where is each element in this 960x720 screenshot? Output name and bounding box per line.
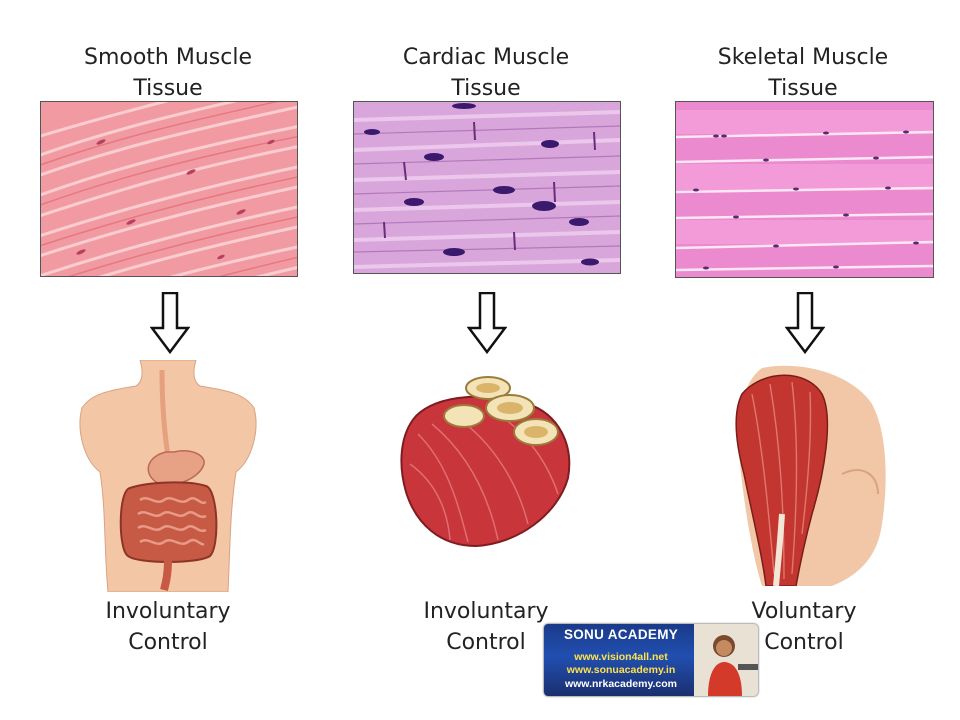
- caption-line: Voluntary: [751, 599, 857, 624]
- arm-muscle-illustration: [735, 365, 886, 586]
- caption-line: Involuntary: [105, 599, 231, 624]
- down-arrow-icon: [785, 292, 825, 354]
- caption-line: Involuntary: [423, 599, 549, 624]
- title-line: Tissue: [133, 76, 203, 101]
- heart-illustration: [400, 376, 571, 548]
- cardiac-muscle-title: Cardiac Muscle Tissue: [356, 42, 616, 104]
- smooth-muscle-micrograph: [40, 101, 298, 277]
- sonu-academy-watermark: SONU ACADEMY www.vision4all.net www.sonu…: [544, 624, 758, 696]
- caption-line: Control: [764, 630, 844, 655]
- cardiac-muscle-micrograph: [353, 101, 621, 274]
- skeletal-control-caption: Voluntary Control: [684, 596, 924, 658]
- cardiac-control-caption: Involuntary Control: [366, 596, 606, 658]
- title-line: Smooth Muscle: [83, 45, 252, 70]
- title-line: Tissue: [768, 76, 838, 101]
- down-arrow-icon: [467, 292, 507, 354]
- title-line: Skeletal Muscle: [717, 45, 889, 70]
- smooth-control-caption: Involuntary Control: [48, 596, 288, 658]
- skeletal-muscle-micrograph: [675, 101, 934, 278]
- title-line: Tissue: [451, 76, 521, 101]
- down-arrow-icon: [150, 292, 190, 354]
- torso-digestive-illustration: [79, 360, 257, 592]
- watermark-url: www.vision4all.net: [574, 651, 668, 663]
- watermark-brand: SONU ACADEMY: [563, 627, 679, 642]
- presenter-photo: [694, 624, 758, 696]
- skeletal-muscle-title: Skeletal Muscle Tissue: [673, 42, 933, 104]
- smooth-muscle-title: Smooth Muscle Tissue: [38, 42, 298, 104]
- watermark-url: www.sonuacademy.in: [566, 664, 676, 676]
- watermark-url: www.nrkacademy.com: [564, 678, 678, 690]
- caption-line: Control: [128, 630, 208, 655]
- caption-line: Control: [446, 630, 526, 655]
- title-line: Cardiac Muscle: [402, 45, 570, 70]
